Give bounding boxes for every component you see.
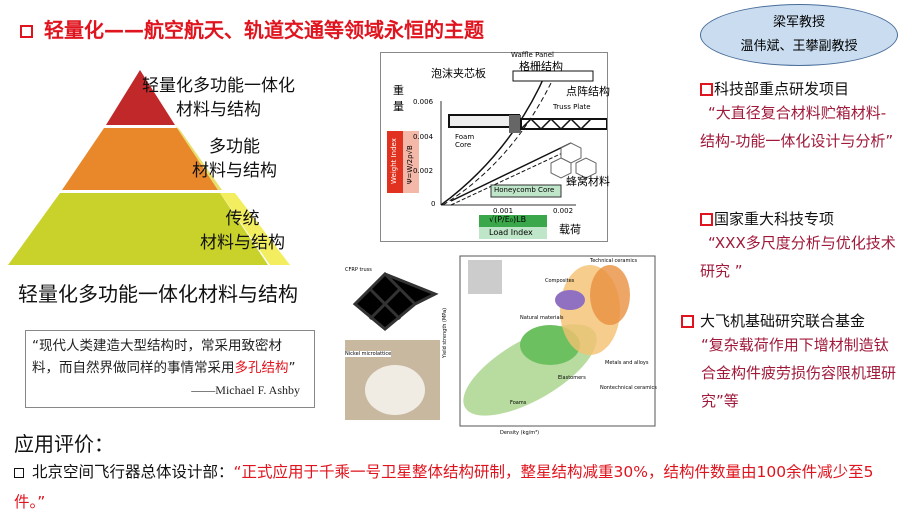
square-bullet-icon	[20, 25, 33, 38]
pyramid-middle	[62, 128, 218, 190]
square-bullet-icon	[14, 467, 24, 478]
region-label: Natural materials	[520, 315, 564, 321]
subtitle: 轻量化多功能一体化材料与结构	[18, 282, 298, 306]
title-text: 轻量化——航空航天、轨道交通等领域永恒的主题	[43, 18, 484, 42]
foam-core-label: Foam Core	[455, 133, 475, 149]
square-bullet-icon	[700, 83, 713, 96]
weight-index-label: Weight Index	[390, 138, 398, 184]
honeycomb-cn-label: 蜂窝材料	[566, 175, 610, 188]
pyramid-diagram	[8, 70, 290, 265]
pyramid-bottom	[8, 193, 268, 265]
region-label: Metals and alloys	[605, 360, 649, 366]
region-label: Foams	[510, 400, 527, 406]
project-3: 大飞机基础研究联合基金 “复杂载荷作用下增材制造钛合金构件疲劳损伤容限机理研究”…	[681, 310, 901, 415]
load-formula: √(P/E₀)LB	[489, 215, 527, 224]
region-label: Technical ceramics	[590, 258, 638, 264]
application-evaluation: 北京空间飞行器总体设计部：“正式应用于千乘一号卫星整体结构研制，整星结构减重30…	[14, 463, 874, 511]
application-heading: 应用评价：	[14, 432, 114, 456]
xtick: 0.001	[493, 207, 514, 215]
weight-formula: Ψ=W/2ρ√B	[406, 145, 414, 184]
region-label: Nontechnical ceramics	[600, 385, 657, 391]
cfrp-truss-image: CFRP truss	[345, 256, 443, 336]
pyramid-label-top: 轻量化多功能一体化材料与结构	[142, 76, 295, 120]
truss-label: Truss Plate	[553, 103, 591, 111]
truss-cn-label: 点阵结构	[566, 85, 610, 98]
x-axis-label: Density (kg/m³)	[500, 430, 540, 436]
ytick: 0.002	[413, 167, 434, 175]
load-cn-label: 载荷	[559, 223, 581, 236]
xtick: 0.002	[553, 207, 574, 215]
advisors-ellipse: 梁军教授温伟斌、王攀副教授	[700, 4, 898, 66]
honeycomb-label: Honeycomb Core	[494, 186, 555, 194]
square-bullet-icon	[681, 315, 694, 328]
region-label: Elastomers	[558, 375, 586, 381]
ytick: 0.004	[413, 133, 434, 141]
slide-title: 轻量化——航空航天、轨道交通等领域永恒的主题	[20, 14, 484, 43]
nickel-microlattice-image: Nickel microlattice	[345, 340, 443, 420]
pyramid-label-bottom: 传统材料与结构	[200, 209, 285, 253]
waffle-label: Waffle Panel	[511, 51, 554, 59]
weight-cn-label: 重量	[393, 84, 404, 113]
foam-label: 泡沫夹芯板	[431, 67, 486, 80]
project-2: 国家重大科技专项 “XXX多尺度分析与优化技术研究 ”	[700, 210, 896, 280]
pyramid-top	[106, 70, 175, 125]
y-axis-label: Yield strength (MPa)	[442, 307, 449, 359]
ashby-chart: Density (kg/m³) Yield strength (MPa) Tec…	[440, 250, 660, 442]
ytick: 0.006	[413, 98, 434, 106]
square-bullet-icon	[700, 213, 713, 226]
project-1: 科技部重点研发项目 “大直径复合材料贮箱材料-结构-功能一体化设计与分析”	[700, 80, 894, 150]
ashby-quote: “现代人类建造大型结构时，常采用致密材料，而自然界做同样的事情常采用多孔结构”—…	[25, 330, 315, 408]
load-index-label: Load Index	[489, 228, 533, 237]
ytick: 0	[431, 200, 436, 208]
pyramid-label-middle: 多功能材料与结构	[192, 137, 277, 181]
region-label: Composites	[545, 278, 575, 284]
waffle-cn-label: 格栅结构	[519, 60, 563, 73]
weight-load-figure: 泡沫夹芯板 Waffle Panel 格栅结构 点阵结构 Truss Plate…	[380, 51, 610, 242]
